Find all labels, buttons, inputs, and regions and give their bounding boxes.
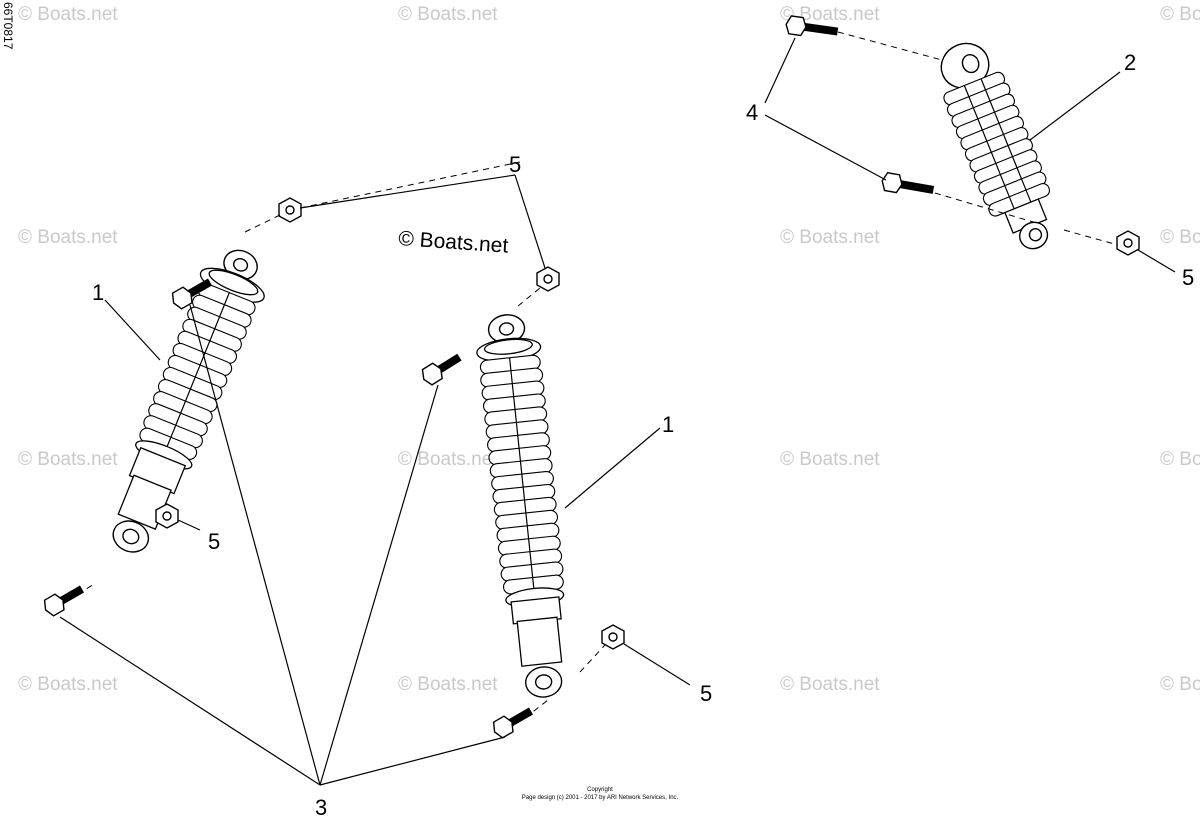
coil-spring xyxy=(943,71,1051,217)
watermark-main: © Boats.net xyxy=(398,227,510,258)
watermark: © Boats.net xyxy=(18,227,118,248)
callout-nut-bottom: 5 xyxy=(700,681,712,706)
callout-shock-left: 1 xyxy=(92,280,104,305)
drawing-code: 66T0817 xyxy=(1,2,15,50)
nut[interactable] xyxy=(1116,230,1140,256)
callout-shock-center: 1 xyxy=(662,412,674,437)
watermark: © Boats.net xyxy=(1160,449,1200,470)
bolt[interactable] xyxy=(41,581,86,618)
callout-bolt-group: 3 xyxy=(315,795,327,820)
nut[interactable] xyxy=(155,503,179,529)
watermark: © Boats.net xyxy=(780,674,880,695)
assembly-lines xyxy=(67,31,1119,719)
nut[interactable] xyxy=(536,266,560,292)
shock-absorber-center[interactable] xyxy=(473,312,577,701)
watermark-layer: © Boats.net © Boats.net © Boats.net © Bo… xyxy=(18,4,1200,695)
watermark: © Boats.net xyxy=(1160,4,1200,25)
nut[interactable] xyxy=(601,624,625,650)
watermark: © Boats.net xyxy=(780,4,880,25)
watermark: © Boats.net xyxy=(780,227,880,248)
copyright-heading: Copyright xyxy=(587,787,613,793)
watermark: © Boats.net xyxy=(18,674,118,695)
watermark: © Boats.net xyxy=(1160,227,1200,248)
shock-absorber-left[interactable] xyxy=(94,239,278,563)
copyright-text: Page design (c) 2001 - 2017 by ARI Netwo… xyxy=(522,795,679,801)
watermark: © Boats.net xyxy=(18,4,118,25)
bolt[interactable] xyxy=(881,171,935,199)
watermark: © Boats.net xyxy=(780,449,880,470)
callouts: 5 1 1 5 5 3 4 2 5 xyxy=(92,50,1194,820)
watermark: © Boats.net xyxy=(398,674,498,695)
watermark: © Boats.net xyxy=(1160,674,1200,695)
bolt[interactable] xyxy=(490,703,535,740)
bolt[interactable] xyxy=(169,274,214,311)
watermark: © Boats.net xyxy=(18,449,118,470)
shock-absorber-right[interactable] xyxy=(926,33,1069,260)
callout-bolt-pair: 4 xyxy=(746,100,758,125)
watermark: © Boats.net xyxy=(398,4,498,25)
callout-nut-top: 5 xyxy=(509,152,521,177)
bolt[interactable] xyxy=(419,349,464,387)
bolt[interactable] xyxy=(785,15,839,40)
callout-nut-right: 5 xyxy=(1182,265,1194,290)
coil-spring xyxy=(139,282,256,460)
watermark: © Boats.net xyxy=(398,449,498,470)
leader-lines xyxy=(59,37,1176,786)
coil-spring xyxy=(479,354,564,595)
callout-nut-left: 5 xyxy=(208,529,220,554)
callout-shock-right: 2 xyxy=(1124,50,1136,75)
nut[interactable] xyxy=(278,197,302,223)
